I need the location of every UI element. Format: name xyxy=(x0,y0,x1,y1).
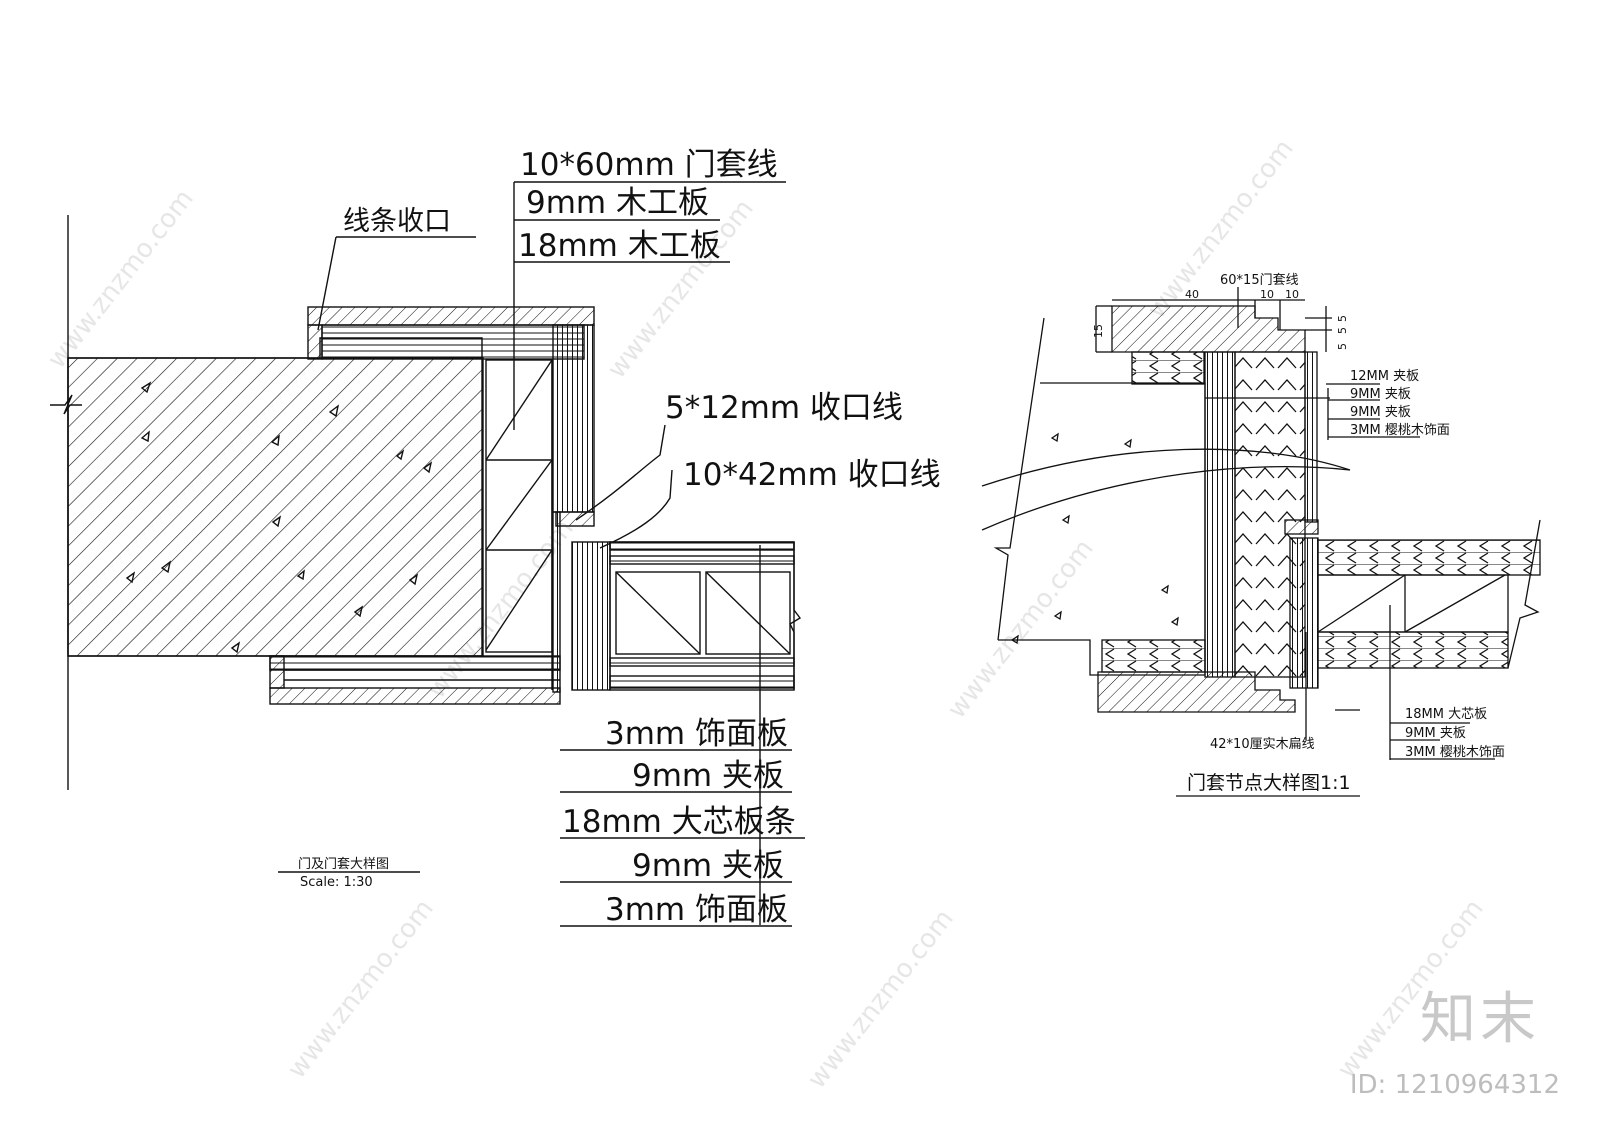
layer-label: 9mm 夹板 xyxy=(632,848,784,884)
dim-10: 10 xyxy=(1285,288,1299,301)
right-section-drawing xyxy=(981,287,1541,797)
door-layer-label: 3MM 樱桃木饰面 xyxy=(1405,744,1505,760)
left-labels: 10*60mm 门套线 9mm 木工板 18mm 木工板 线条收口 5*12mm… xyxy=(298,147,941,928)
dim-5: 5 xyxy=(1336,343,1349,350)
watermark-text: www.znzmo.com xyxy=(1142,134,1300,324)
watermark-text: www.znzmo.com xyxy=(42,184,200,374)
label-casing-60x15: 60*15门套线 xyxy=(1220,272,1299,288)
label-casing-line: 10*60mm 门套线 xyxy=(520,147,778,183)
aggregate-marks xyxy=(1010,432,1179,645)
brand-logo: 知末 xyxy=(1420,987,1540,1052)
watermark-text: www.znzmo.com xyxy=(802,904,960,1094)
label-trim-10x42: 10*42mm 收口线 xyxy=(683,457,941,493)
drawing-title-left: 门及门套大样图 xyxy=(298,856,389,872)
left-section-drawing xyxy=(50,181,805,927)
layer-label: 18mm 大芯板条 xyxy=(562,804,796,840)
frame-layer-label: 9MM 夹板 xyxy=(1350,387,1411,402)
aggregate-marks xyxy=(125,381,433,654)
frame-layer-label: 3MM 樱桃木饰面 xyxy=(1350,422,1450,438)
dim-10: 10 xyxy=(1260,288,1274,301)
label-solid-wood: 42*10厘实木扁线 xyxy=(1210,737,1315,752)
drawing-title-right: 门套节点大样图1:1 xyxy=(1187,772,1351,794)
frame-layer-label: 9MM 夹板 xyxy=(1350,405,1411,420)
layer-label: 9mm 夹板 xyxy=(632,758,784,794)
door-layer-label: 18MM 大芯板 xyxy=(1405,707,1487,722)
dim-15: 15 xyxy=(1092,324,1105,338)
label-trim-5x12: 5*12mm 收口线 xyxy=(665,390,903,426)
door-layer-label: 9MM 夹板 xyxy=(1405,726,1466,741)
dim-5: 5 xyxy=(1336,327,1349,334)
layer-label: 3mm 饰面板 xyxy=(605,892,788,928)
image-id-badge: ID: 1210964312 xyxy=(1349,1070,1560,1100)
frame-layer-label: 12MM 夹板 xyxy=(1350,369,1419,384)
label-edge-finish: 线条收口 xyxy=(343,206,451,237)
label-board-9: 9mm 木工板 xyxy=(526,185,709,221)
layer-label: 3mm 饰面板 xyxy=(605,716,788,752)
label-board-18: 18mm 木工板 xyxy=(518,228,721,264)
watermark-text: www.znzmo.com xyxy=(282,894,440,1084)
watermark-text: www.znzmo.com xyxy=(602,194,760,384)
dim-5: 5 xyxy=(1336,315,1349,322)
drawing-scale-left: Scale: 1:30 xyxy=(300,875,373,890)
watermark-text: www.znzmo.com xyxy=(942,534,1100,724)
dim-40: 40 xyxy=(1185,288,1199,301)
right-labels: 60*15门套线 40 10 10 15 5 5 5 12MM 夹板 9MM 夹… xyxy=(1092,272,1505,794)
